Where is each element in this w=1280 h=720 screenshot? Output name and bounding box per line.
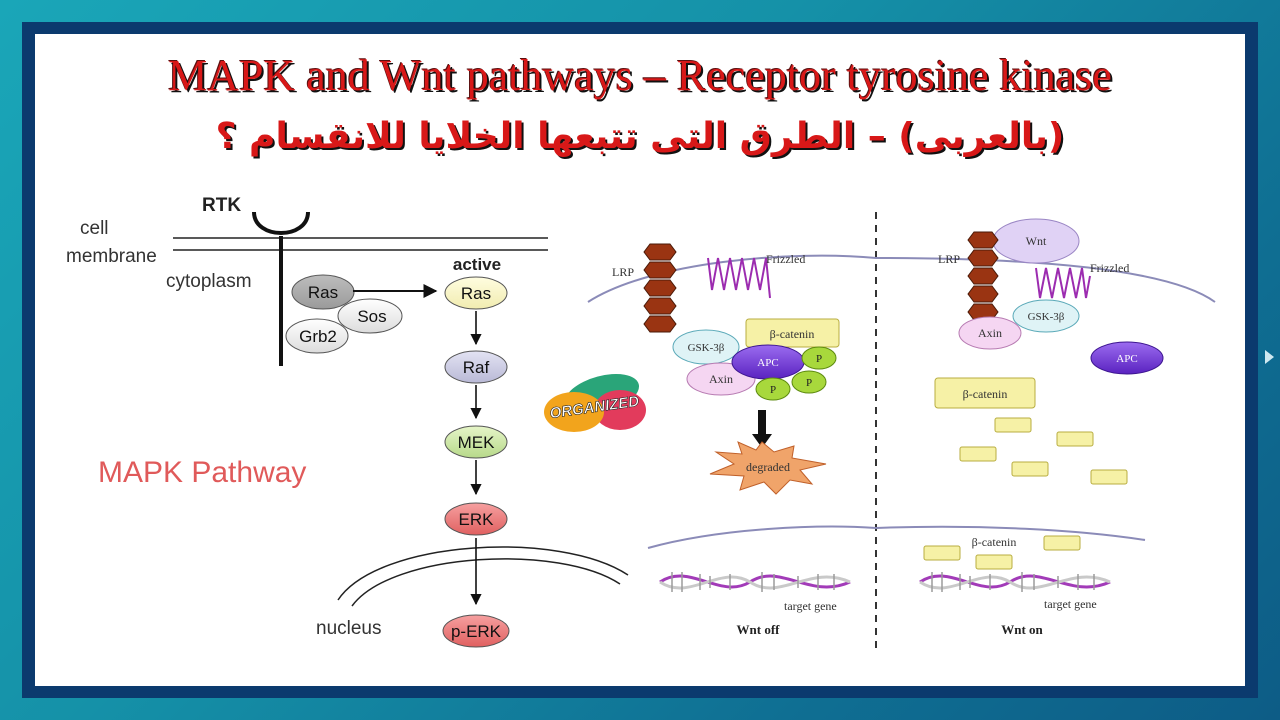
frizzled-receptor-off	[707, 257, 771, 299]
dna-off	[659, 572, 851, 592]
axin-on: Axin	[978, 326, 1002, 340]
wnt-off-caption: Wnt off	[737, 622, 781, 637]
organized-logo: ORGANIZED	[544, 374, 646, 432]
mek-node: MEK	[458, 433, 496, 452]
cell-label: cell	[80, 218, 109, 239]
frizzled-label-on: Frizzled	[1090, 261, 1129, 275]
erk-node: ERK	[459, 510, 495, 529]
degraded-label: degraded	[746, 460, 790, 474]
phospho-3: P	[770, 384, 776, 396]
title-english: MAPK and Wnt pathways – Receptor tyrosin…	[168, 51, 1112, 100]
lrp-receptor-off	[643, 243, 677, 333]
wnt-on-caption: Wnt on	[1001, 622, 1043, 637]
beta-catenin-pool	[923, 417, 1128, 570]
raf-node: Raf	[463, 358, 490, 377]
nucleus-label: nucleus	[316, 618, 382, 639]
title-arabic: (بالعربى) – الطرق التى تتبعها الخلايا لل…	[215, 116, 1065, 157]
grb2-node: Grb2	[299, 327, 337, 346]
mapk-pathway-label: MAPK Pathway	[98, 456, 306, 489]
apc-off: APC	[757, 357, 778, 369]
active-label: active	[453, 255, 501, 274]
phospho-1: P	[816, 353, 822, 365]
rtk-label: RTK	[202, 195, 241, 216]
beta-catenin-nuclear: β-catenin	[972, 535, 1017, 549]
apc-on: APC	[1116, 353, 1137, 365]
degraded-burst	[709, 441, 827, 495]
cytoplasm-label: cytoplasm	[166, 271, 252, 292]
axin-off: Axin	[709, 372, 733, 386]
lrp-label-off: LRP	[612, 265, 634, 279]
frizzled-label-off: Frizzled	[766, 252, 805, 266]
lrp-label-on: LRP	[938, 252, 960, 266]
target-gene-off: target gene	[784, 599, 837, 613]
phospho-2: P	[806, 377, 812, 389]
membrane-label: membrane	[66, 246, 157, 267]
lrp-receptor-on	[967, 231, 999, 321]
dna-on	[919, 572, 1111, 592]
ras-active-node: Ras	[461, 284, 491, 303]
ras-inactive-node: Ras	[308, 283, 338, 302]
p-erk-node: p-ERK	[451, 622, 502, 641]
next-arrow-icon[interactable]	[1265, 350, 1274, 364]
frizzled-receptor-on	[1035, 267, 1091, 299]
beta-catenin-on: β-catenin	[963, 387, 1008, 401]
beta-catenin-off: β-catenin	[770, 327, 815, 341]
target-gene-on: target gene	[1044, 597, 1097, 611]
gsk-off: GSK-3β	[688, 342, 725, 354]
sos-node: Sos	[357, 307, 386, 326]
wnt-ligand: Wnt	[1026, 234, 1047, 248]
gsk-on: GSK-3β	[1028, 311, 1065, 323]
